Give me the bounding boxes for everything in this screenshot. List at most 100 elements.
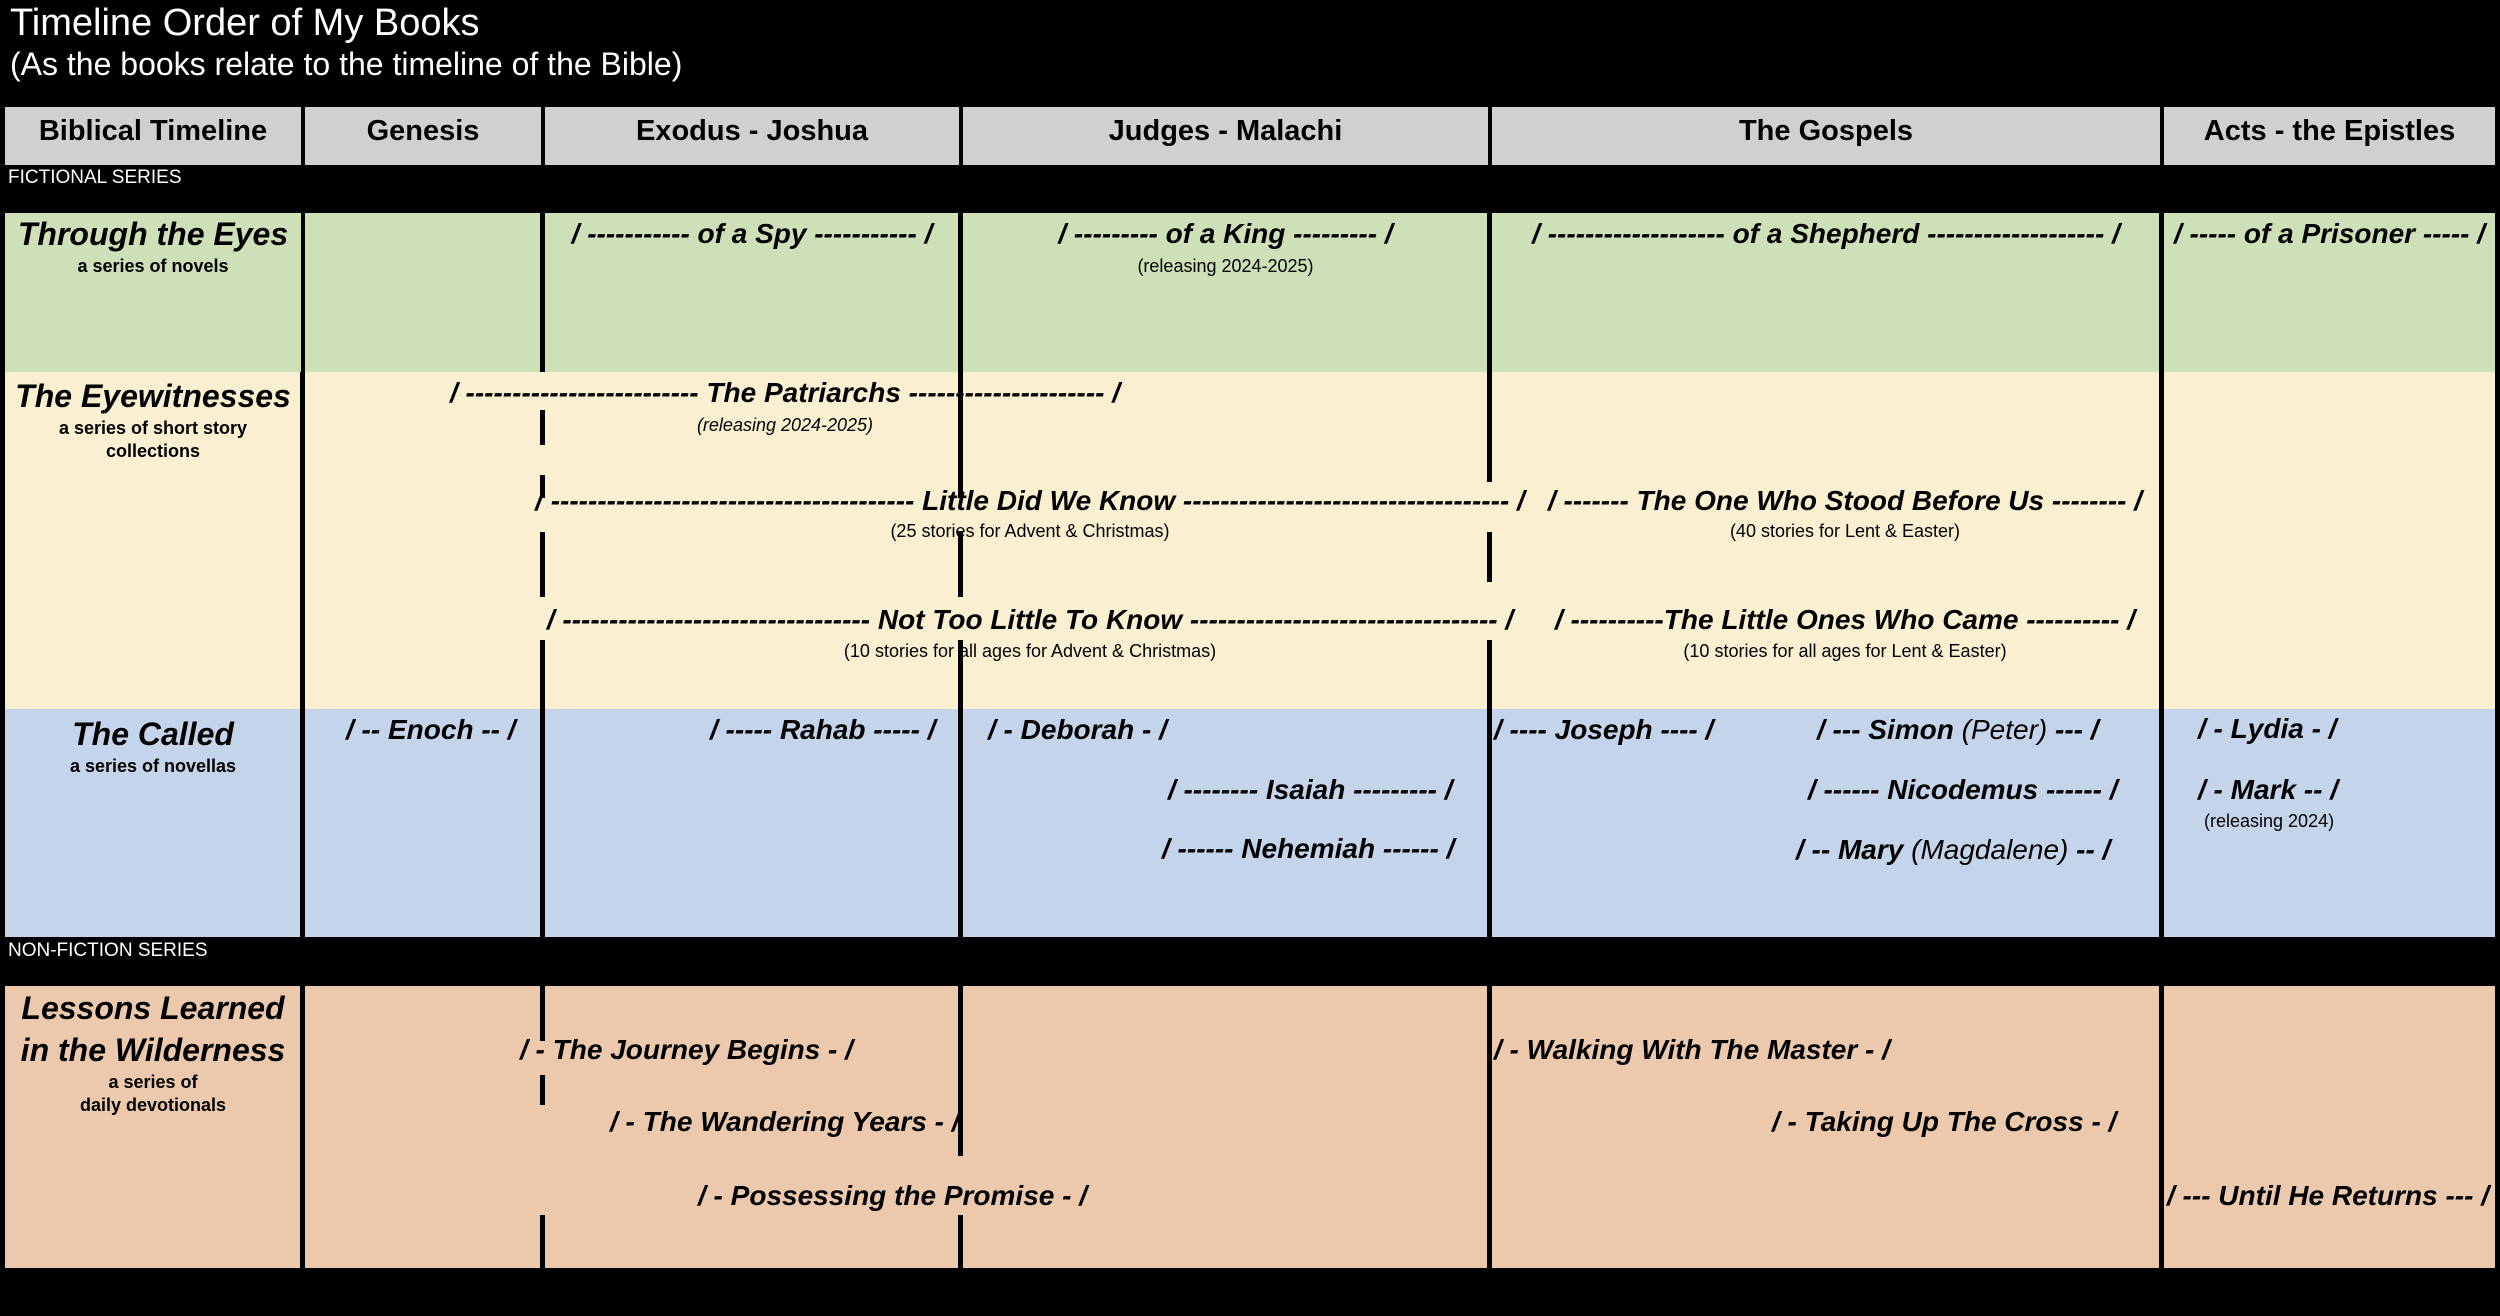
column-header-gospels: The Gospels bbox=[1492, 107, 2160, 165]
column-header-acts-epistles: Acts - the Epistles bbox=[2164, 107, 2495, 165]
book-nicodemus: / ------ Nicodemus ------ / bbox=[1808, 774, 2118, 805]
series-name: in the Wilderness bbox=[20, 1032, 286, 1068]
column-divider bbox=[1487, 372, 1492, 482]
book-little-did-we-know: / --------------------------------------… bbox=[535, 485, 1525, 516]
column-divider bbox=[1487, 213, 1492, 372]
row-band-eyes bbox=[305, 213, 2495, 372]
book-rahab: / ----- Rahab ----- / bbox=[710, 714, 936, 745]
column-divider bbox=[2159, 213, 2164, 372]
column-divider bbox=[540, 709, 545, 937]
column-divider bbox=[540, 1075, 545, 1105]
column-divider bbox=[1487, 709, 1492, 937]
series-name: Through the Eyes bbox=[17, 216, 289, 252]
column-divider bbox=[540, 410, 545, 445]
column-divider bbox=[540, 213, 545, 372]
series-description: a series of novellas bbox=[69, 756, 237, 776]
page-title: Timeline Order of My Books bbox=[10, 2, 480, 44]
book-mark: / - Mark -- / bbox=[2198, 774, 2339, 805]
column-divider bbox=[540, 532, 545, 597]
column-divider bbox=[958, 709, 963, 937]
column-header-biblical-timeline: Biblical Timeline bbox=[5, 107, 301, 165]
row-band-eyewitnesses bbox=[5, 372, 2495, 709]
section-label-fiction: FICTIONAL SERIES bbox=[8, 167, 182, 188]
series-title-eyewitnesses: The Eyewitnesses a series of short story… bbox=[5, 375, 301, 463]
book-lydia: / - Lydia - / bbox=[2198, 713, 2337, 744]
series-description: a series of short story bbox=[58, 418, 248, 438]
series-description: daily devotionals bbox=[79, 1095, 227, 1115]
column-divider bbox=[2159, 372, 2164, 709]
series-title-called: The Called a series of novellas bbox=[5, 713, 301, 778]
column-header-genesis: Genesis bbox=[305, 107, 541, 165]
book-nehemiah: / ------ Nehemiah ------ / bbox=[1162, 833, 1455, 864]
release-note: (releasing 2024-2025) bbox=[696, 415, 874, 435]
column-divider bbox=[300, 372, 305, 709]
book-mary-magdalene: / -- Mary (Magdalene) -- / bbox=[1796, 833, 2110, 867]
series-description: a series of novels bbox=[77, 256, 229, 276]
column-header-judges-malachi: Judges - Malachi bbox=[963, 107, 1488, 165]
column-divider bbox=[958, 213, 963, 372]
book-the-little-ones-who-came: / ----------The Little Ones Who Came ---… bbox=[1554, 604, 2136, 635]
book-the-wandering-years: / - The Wandering Years - / bbox=[610, 1106, 960, 1137]
row-band-called bbox=[305, 709, 2495, 937]
series-name: Lessons Learned bbox=[21, 990, 285, 1026]
book-label-paren: (Peter) bbox=[1961, 714, 2056, 745]
book-note: (40 stories for Lent & Easter) bbox=[1729, 521, 1961, 541]
book-of-a-king: / --------- of a King --------- / bbox=[1058, 218, 1393, 249]
book-the-patriarchs: / ------------------------- The Patriarc… bbox=[449, 377, 1121, 408]
column-divider bbox=[2159, 709, 2164, 937]
series-title-eyes: Through the Eyes a series of novels bbox=[5, 213, 301, 278]
book-of-a-shepherd: / ------------------- of a Shepherd ----… bbox=[1532, 218, 2120, 249]
column-divider bbox=[540, 475, 545, 498]
column-divider bbox=[300, 709, 305, 937]
section-label-nonfiction: NON-FICTION SERIES bbox=[8, 940, 208, 961]
book-walking-with-the-master: / - Walking With The Master - / bbox=[1494, 1034, 1890, 1065]
release-note: (releasing 2024-2025) bbox=[1137, 256, 1314, 276]
book-taking-up-the-cross: / - Taking Up The Cross - / bbox=[1772, 1106, 2117, 1137]
book-deborah: / - Deborah - / bbox=[988, 714, 1167, 745]
series-name: The Called bbox=[72, 716, 234, 752]
book-note: (10 stories for all ages for Advent & Ch… bbox=[843, 641, 1217, 661]
column-divider bbox=[958, 1215, 963, 1268]
page-subtitle: (As the books relate to the timeline of … bbox=[10, 46, 683, 82]
series-name: The Eyewitnesses bbox=[15, 378, 291, 414]
book-not-too-little-to-know: / --------------------------------- Not … bbox=[546, 604, 1514, 635]
column-divider bbox=[958, 640, 963, 709]
column-divider bbox=[540, 986, 545, 1041]
column-divider bbox=[300, 986, 305, 1268]
column-divider bbox=[958, 532, 963, 597]
row-label-cell-eyes bbox=[5, 213, 301, 372]
book-simon-peter: / --- Simon (Peter) --- / bbox=[1817, 713, 2099, 747]
book-note: (25 stories for Advent & Christmas) bbox=[890, 521, 1170, 541]
row-label-cell-lessons bbox=[5, 986, 301, 1268]
series-description: a series of bbox=[108, 1072, 198, 1092]
series-description: collections bbox=[105, 441, 201, 461]
book-label-paren: (Magdalene) bbox=[1911, 834, 2077, 865]
book-label: -- / bbox=[2076, 834, 2111, 865]
book-label: / -- Mary bbox=[1796, 834, 1912, 865]
book-of-a-prisoner: / ----- of a Prisoner ----- / bbox=[2173, 218, 2486, 249]
row-label-cell-called bbox=[5, 709, 301, 937]
column-divider bbox=[540, 640, 545, 709]
book-possessing-the-promise: / - Possessing the Promise - / bbox=[698, 1180, 1088, 1211]
book-isaiah: / -------- Isaiah --------- / bbox=[1168, 774, 1453, 805]
column-divider bbox=[2159, 986, 2164, 1268]
column-divider bbox=[1487, 532, 1492, 582]
column-divider bbox=[958, 986, 963, 1156]
column-header-exodus-joshua: Exodus - Joshua bbox=[545, 107, 959, 165]
book-label: --- / bbox=[2055, 714, 2099, 745]
book-of-a-spy: / ----------- of a Spy ----------- / bbox=[571, 218, 933, 249]
book-the-journey-begins: / - The Journey Begins - / bbox=[520, 1034, 853, 1065]
book-note: (10 stories for all ages for Lent & East… bbox=[1683, 641, 2007, 661]
book-until-he-returns: / --- Until He Returns --- / bbox=[2167, 1180, 2489, 1211]
row-band-lessons bbox=[305, 986, 2495, 1268]
series-title-lessons: Lessons Learned in the Wilderness a seri… bbox=[5, 987, 301, 1117]
column-divider bbox=[1487, 640, 1492, 709]
column-divider bbox=[1487, 986, 1492, 1268]
book-enoch: / -- Enoch -- / bbox=[346, 714, 516, 745]
book-the-one-who-stood: / ------- The One Who Stood Before Us --… bbox=[1547, 485, 2143, 516]
book-joseph: / ---- Joseph ---- / bbox=[1494, 714, 1714, 745]
release-note: (releasing 2024) bbox=[2204, 811, 2335, 831]
column-divider bbox=[958, 372, 963, 497]
book-label: / --- Simon bbox=[1817, 714, 1962, 745]
